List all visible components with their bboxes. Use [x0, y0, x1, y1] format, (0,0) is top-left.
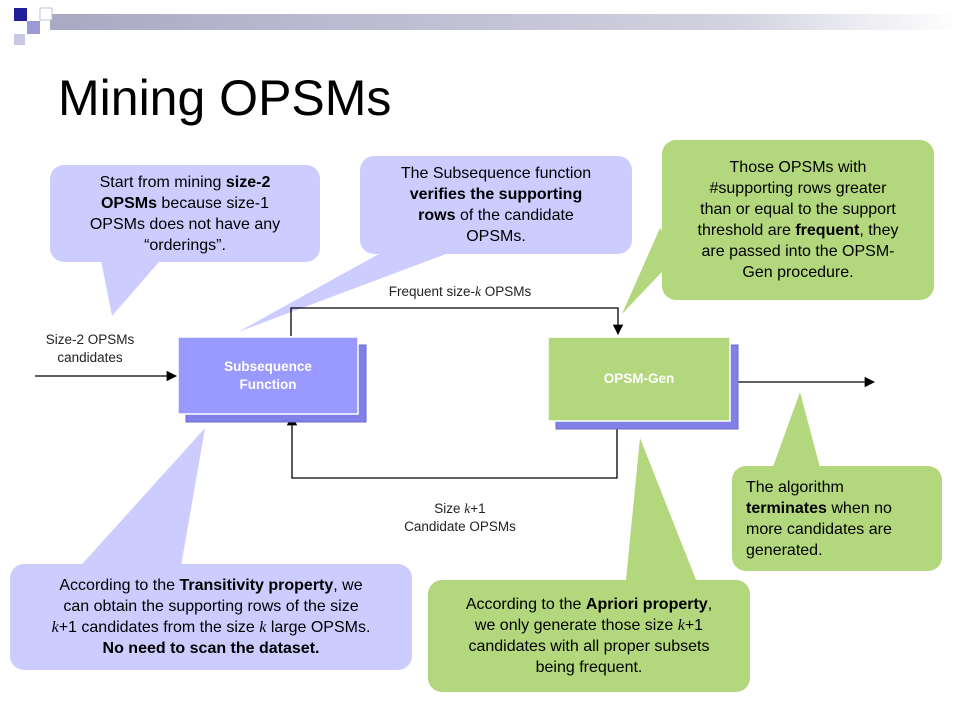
- callout-transitivity-text: According to the Transitivity property, …: [51, 577, 371, 657]
- header-bar: [50, 14, 960, 30]
- input-label: Size-2 OPSMs candidates: [20, 331, 160, 367]
- callout-apriori-text: According to the Apriori property,we onl…: [465, 596, 713, 676]
- subsequence-box-label-line1: Subsequence: [224, 358, 312, 374]
- subsequence-box-label: Subsequence Function: [178, 337, 358, 414]
- opsm-gen-box-label: OPSM-Gen: [603, 371, 675, 386]
- callout-frequent-body: [662, 140, 934, 300]
- callout-transitivity-body: [10, 564, 412, 670]
- frequent-size-k-label: Frequent size-k OPSMs: [388, 284, 532, 299]
- callout-apriori-body: [428, 580, 750, 692]
- callout-terminates: [732, 392, 942, 571]
- size-k1-label-line2: Candidate OPSMs: [404, 519, 516, 534]
- callout-terminates-body: [732, 466, 942, 571]
- opsm-gen-box: [547, 336, 739, 430]
- size-k1-candidates-label: Size k+1 Candidate OPSMs: [370, 500, 550, 536]
- frequent-loop-arrow: [290, 307, 624, 336]
- callout-subsequence-tail: [238, 245, 470, 332]
- slide-title: Mining OPSMs: [58, 70, 392, 126]
- candidate-loop-arrow: [286, 414, 618, 479]
- callout-size2-tail: [100, 255, 165, 316]
- header-square-light: [27, 21, 40, 34]
- header-square-small: [14, 34, 25, 45]
- input-label-line2: candidates: [57, 350, 123, 365]
- callout-subsequence-body: [360, 156, 632, 254]
- callout-frequent-text: Those OPSMs with#supporting rows greater…: [697, 159, 899, 281]
- opsm-gen-box-face: [547, 336, 731, 422]
- header-square-outline: [39, 7, 53, 21]
- input-label-line1: Size-2 OPSMs: [45, 332, 135, 347]
- size-k1-label-line1: Size k+1: [434, 501, 486, 516]
- callout-terminates-tail: [770, 392, 822, 475]
- callout-frequent: [622, 140, 934, 314]
- subsequence-box-label-line2: Function: [239, 376, 297, 392]
- callout-subsequence: [238, 156, 632, 332]
- subsequence-function-box: [177, 336, 367, 423]
- header-square-dark: [14, 8, 27, 21]
- callout-size2-body: [50, 165, 320, 262]
- callout-transitivity: [10, 428, 412, 670]
- callout-apriori: [428, 438, 750, 692]
- callout-size2: [50, 165, 320, 316]
- callout-transitivity-tail: [75, 428, 205, 572]
- callout-apriori-tail: [625, 438, 700, 590]
- subsequence-box-face: [177, 336, 359, 415]
